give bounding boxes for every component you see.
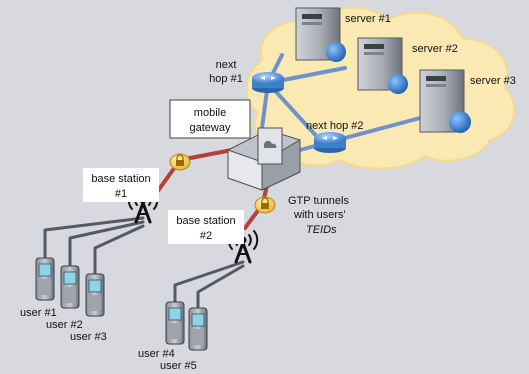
server-icon [295, 7, 346, 62]
link-bs1-user3 [93, 224, 145, 280]
base-station-2-label-box [168, 210, 244, 244]
user-3-label: user #3 [70, 331, 107, 343]
server-2 [357, 37, 408, 94]
globe-icon [449, 111, 471, 133]
server-2-label: server #2 [412, 43, 458, 55]
server-1 [295, 7, 346, 62]
user-1-label: user #1 [20, 307, 57, 319]
access-links [43, 216, 245, 314]
router-icon [314, 132, 346, 153]
phone-icon [165, 301, 185, 345]
gtp-label-line3: TEIDs [306, 224, 337, 236]
server-icon [357, 37, 408, 94]
user-1-phone [35, 257, 55, 301]
user-2-label: user #2 [46, 319, 83, 331]
base-station-2-label-line2: #2 [200, 230, 212, 242]
user-5-label: user #5 [160, 360, 197, 372]
mobile-gateway-label-line2: gateway [190, 122, 231, 134]
next-hop-2-label: next hop #2 [306, 120, 364, 132]
base-station-1-label-line1: base station [91, 173, 150, 185]
link-bs2-user4 [173, 260, 245, 307]
user-5-phone [188, 307, 208, 351]
lock-icon [261, 197, 269, 209]
base-station-1-label-line2: #1 [115, 188, 127, 200]
user-3-phone [85, 273, 105, 317]
user-4-label: user #4 [138, 348, 175, 360]
phone-icon [188, 307, 208, 351]
phone-icon [60, 265, 80, 309]
next-hop-1-label-line1: next [216, 59, 237, 71]
server-icon [419, 69, 471, 133]
server-1-label: server #1 [345, 13, 391, 25]
globe-icon [326, 42, 346, 62]
lock-badge-2 [254, 196, 276, 214]
user-4-phone [165, 301, 185, 345]
next-hop-1-label-line2: hop #1 [209, 73, 243, 85]
server-3-label: server #3 [470, 75, 516, 87]
next-hop-2 [314, 132, 346, 153]
gtp-label-line1: GTP tunnels [288, 195, 349, 207]
server-3 [419, 69, 471, 133]
gateway-icon [227, 127, 301, 191]
base-station-1-label-box [83, 168, 159, 202]
mobile-gateway [227, 127, 301, 191]
user-2-phone [60, 265, 80, 309]
mobile-gateway-label-line1: mobile [194, 107, 226, 119]
link-hop1-hop2 [266, 81, 322, 142]
gtp-label-line2: with users' [293, 209, 346, 221]
mobile-gateway-label-box [169, 99, 251, 139]
next-hop-1 [252, 72, 284, 93]
lock-icon [176, 154, 184, 166]
link-bs1-user2 [68, 220, 145, 272]
phone-icon [85, 273, 105, 317]
tunnel-bs1 [153, 148, 234, 197]
router-icon [252, 72, 284, 93]
link-bs1-user1 [43, 216, 145, 264]
link-bs2-user5 [196, 264, 245, 314]
base-station-2-label-line1: base station [176, 215, 235, 227]
globe-icon [388, 74, 408, 94]
lock-badge-1 [169, 153, 191, 171]
phone-icon [35, 257, 55, 301]
